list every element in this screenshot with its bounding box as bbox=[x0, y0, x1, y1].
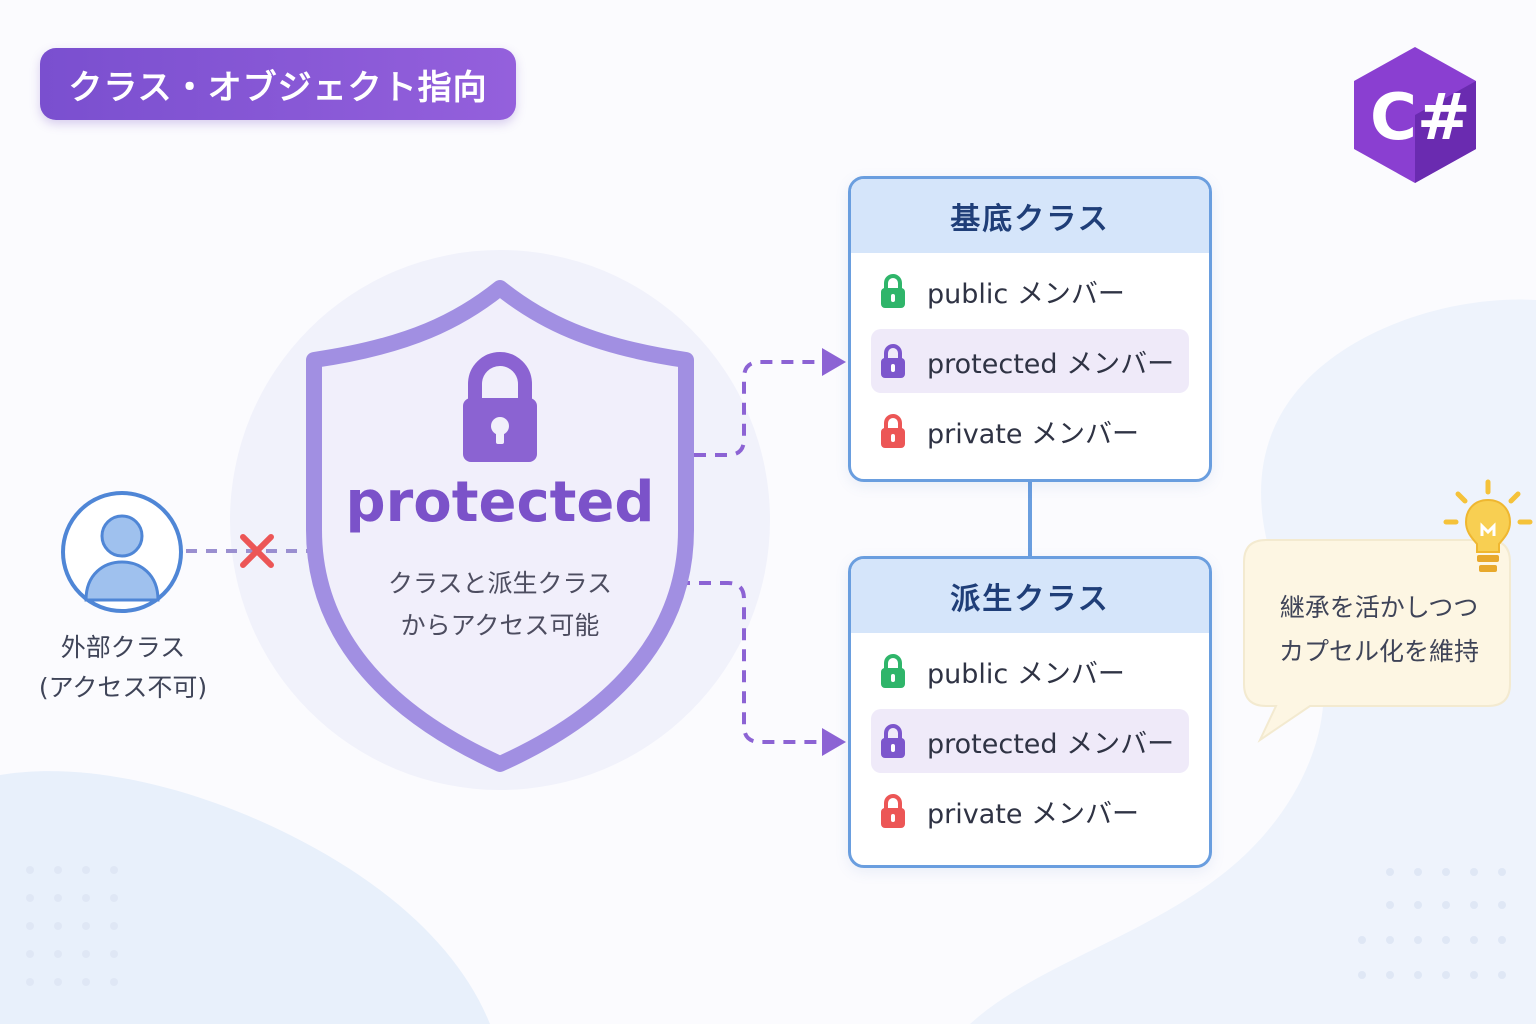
member-row-private: private メンバー bbox=[871, 779, 1189, 843]
member-row-protected: protected メンバー bbox=[871, 709, 1189, 773]
derived-class-title: 派生クラス bbox=[851, 559, 1209, 633]
shield-description: クラスと派生クラス からアクセス可能 bbox=[340, 563, 660, 647]
member-row-private: private メンバー bbox=[871, 399, 1189, 463]
arrow-to-derived-class bbox=[678, 581, 828, 744]
external-class-note: (アクセス不可) bbox=[38, 673, 208, 702]
user-icon bbox=[61, 491, 183, 613]
dot-pattern bbox=[26, 866, 1506, 986]
member-label: public メンバー bbox=[927, 658, 1125, 690]
lock-icon-public bbox=[881, 274, 905, 308]
external-class-label: 外部クラス (アクセス不可) bbox=[20, 628, 226, 708]
shield-description-line: からアクセス可能 bbox=[400, 611, 600, 640]
member-row-public: public メンバー bbox=[871, 259, 1189, 323]
page-title: クラス・オブジェクト指向 bbox=[40, 48, 516, 120]
arrowhead-base-class bbox=[822, 348, 846, 376]
padlock-icon bbox=[463, 352, 537, 462]
member-label: private メンバー bbox=[927, 418, 1140, 450]
base-class-box: 基底クラス public メンバー protected メンバー private… bbox=[848, 176, 1212, 482]
arrow-to-base-class bbox=[694, 360, 828, 457]
shield-description-line: クラスと派生クラス bbox=[387, 569, 612, 598]
shield-keyword: protected bbox=[345, 470, 655, 535]
member-row-protected: protected メンバー bbox=[871, 329, 1189, 393]
tip-line: カプセル化を維持 bbox=[1278, 637, 1479, 666]
member-row-public: public メンバー bbox=[871, 639, 1189, 703]
lightbulb-icon bbox=[1443, 479, 1533, 572]
external-class-name: 外部クラス bbox=[60, 633, 186, 662]
member-label: protected メンバー bbox=[927, 728, 1175, 760]
tip-text: 継承を活かしつつ カプセル化を維持 bbox=[1256, 586, 1502, 674]
lock-icon-public bbox=[881, 654, 905, 688]
cross-icon bbox=[240, 534, 274, 568]
derived-class-box: 派生クラス public メンバー protected メンバー private… bbox=[848, 556, 1212, 868]
csharp-logo: C# bbox=[1354, 47, 1476, 183]
lock-icon-protected bbox=[881, 724, 905, 758]
lock-icon-protected bbox=[881, 344, 905, 378]
arrowhead-derived-class bbox=[822, 728, 846, 756]
shield-icon bbox=[306, 280, 694, 772]
lock-icon-private bbox=[881, 414, 905, 448]
member-label: public メンバー bbox=[927, 278, 1125, 310]
base-class-title: 基底クラス bbox=[851, 179, 1209, 253]
csharp-logo-text: C# bbox=[1370, 81, 1471, 155]
member-label: private メンバー bbox=[927, 798, 1140, 830]
member-label: protected メンバー bbox=[927, 348, 1175, 380]
tip-line: 継承を活かしつつ bbox=[1279, 593, 1479, 622]
lock-icon-private bbox=[881, 794, 905, 828]
tip-bubble bbox=[1243, 539, 1511, 743]
